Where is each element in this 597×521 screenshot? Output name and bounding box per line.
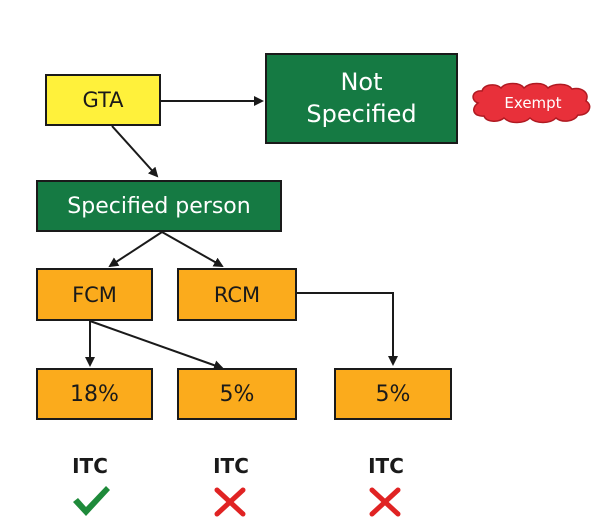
rcm-5-label: 5% — [375, 381, 411, 407]
exempt-label: Exempt — [504, 94, 562, 112]
specified-person-box: Specified person — [36, 180, 282, 232]
cross-icon — [214, 487, 246, 517]
check-icon — [73, 486, 110, 516]
arrow-specified-to-fcm — [108, 231, 163, 268]
arrow-specified-to-rcm — [161, 231, 224, 267]
fcm-5-box: 5% — [177, 368, 297, 420]
itc-label-rcm-5: ITC — [368, 454, 404, 478]
itc-label-fcm-5: ITC — [213, 454, 249, 478]
fcm-box: FCM — [36, 268, 153, 321]
not-specified-box: Not Specified — [265, 53, 458, 144]
rcm-box: RCM — [177, 268, 297, 321]
rcm-5-box: 5% — [334, 368, 452, 420]
arrow-gta-to-specified-person — [111, 125, 159, 178]
fcm-18-label: 18% — [70, 381, 119, 407]
cloud-icon — [472, 82, 591, 124]
fcm-label: FCM — [72, 282, 117, 307]
itc-label-fcm-18: ITC — [72, 454, 108, 478]
arrow-fcm-to-5 — [89, 320, 224, 371]
cross-icon — [369, 487, 401, 517]
fcm-18-box: 18% — [36, 368, 153, 420]
gta-label: GTA — [82, 88, 124, 112]
not-specified-line2: Specified — [306, 99, 417, 128]
arrow-rcm-to-5 — [297, 292, 398, 366]
rcm-label: RCM — [213, 282, 261, 307]
not-specified-line1: Not — [340, 68, 383, 97]
specified-person-label: Specified person — [67, 193, 251, 219]
gta-box: GTA — [45, 74, 161, 126]
fcm-5-label: 5% — [219, 381, 255, 407]
